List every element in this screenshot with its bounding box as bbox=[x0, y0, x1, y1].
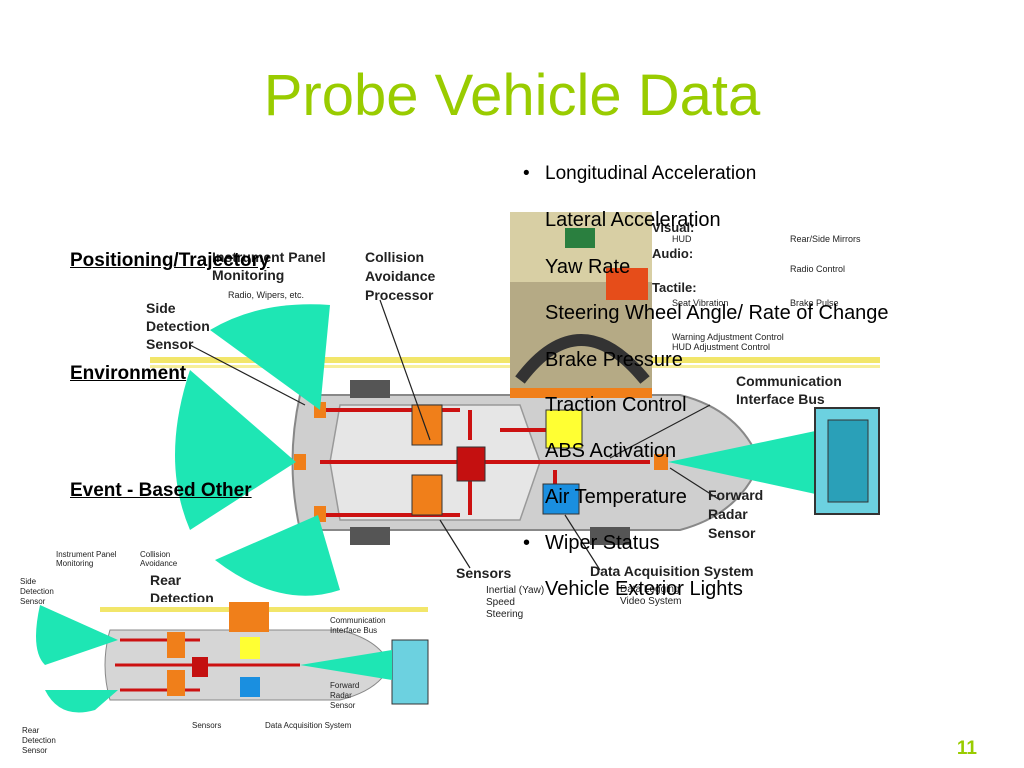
small-radar-label: Forward bbox=[330, 681, 359, 690]
bullet-item: Air Temperature bbox=[545, 486, 687, 508]
side-sensor-label: Side bbox=[146, 300, 176, 316]
page-number: 11 bbox=[956, 738, 977, 759]
bullet-item: Vehicle Exterior Lights bbox=[545, 578, 743, 600]
instrument-panel-label: Monitoring bbox=[212, 267, 284, 283]
small-collision-label: Collision bbox=[140, 550, 170, 559]
collision-processor-label: Avoidance bbox=[365, 268, 435, 284]
visual-label: Visual: bbox=[652, 220, 694, 235]
sensors-item: Steering bbox=[486, 609, 523, 620]
forward-radar-label: Radar bbox=[708, 506, 748, 522]
small-das-label: Data Acquisition System bbox=[265, 721, 352, 730]
small-radar-label: Radar bbox=[330, 691, 352, 700]
audio-label: Audio: bbox=[652, 246, 693, 261]
bullet-item: ABS Activation bbox=[545, 440, 677, 462]
small-rear-label: Sensor bbox=[22, 746, 48, 755]
bullet-item: Yaw Rate bbox=[545, 256, 631, 278]
mirrors-label: Rear/Side Mirrors bbox=[790, 234, 861, 244]
radar-cone bbox=[210, 304, 330, 410]
das-item: Data Logging bbox=[620, 584, 680, 595]
radar-cone bbox=[215, 515, 340, 596]
comm-bus-label: Communication bbox=[736, 373, 842, 389]
bullet-item: •Longitudinal Acceleration bbox=[523, 163, 757, 184]
small-sensors-label: Sensors bbox=[192, 721, 221, 730]
collision-processor-label: Processor bbox=[365, 287, 434, 303]
side-sensor-label: Detection bbox=[146, 318, 210, 334]
small-side-label: Detection bbox=[20, 587, 54, 596]
instrument-panel-sub: Radio, Wipers, etc. bbox=[228, 290, 304, 300]
small-instrument-label: Instrument Panel bbox=[56, 550, 117, 559]
comm-bus-label: Interface Bus bbox=[736, 391, 825, 407]
small-diagram: Instrument Panel Monitoring Collision Av… bbox=[20, 550, 429, 755]
small-instrument-label: Monitoring bbox=[56, 559, 93, 568]
das-item: Video System bbox=[620, 596, 682, 607]
radar-cone bbox=[668, 430, 820, 495]
category-environment: Environment bbox=[70, 363, 187, 384]
forward-radar-label: Forward bbox=[708, 487, 763, 503]
side-sensor-label: Sensor bbox=[146, 336, 194, 352]
bullet-item: •Wiper Status bbox=[523, 532, 660, 554]
small-rear-label: Rear bbox=[22, 726, 40, 735]
bullet-item: Lateral Acceleration bbox=[545, 209, 721, 231]
warning-adj-label: Warning Adjustment Control bbox=[672, 332, 784, 342]
small-side-label: Side bbox=[20, 577, 37, 586]
forward-radar-label: Sensor bbox=[708, 525, 756, 541]
small-rear-label: Detection bbox=[22, 736, 56, 745]
bullet-item: Brake Pressure bbox=[545, 349, 683, 371]
radio-control-label: Radio Control bbox=[790, 264, 845, 274]
category-positioning: Positioning/Trajectory bbox=[70, 250, 270, 271]
small-comm-label: Communication bbox=[330, 616, 386, 625]
bullet-item: Traction Control bbox=[545, 394, 687, 416]
slide-title: Probe Vehicle Data bbox=[263, 63, 761, 128]
small-side-label: Sensor bbox=[20, 597, 46, 606]
sensors-item: Inertial (Yaw) bbox=[486, 585, 544, 596]
rear-sensor-label: Rear bbox=[150, 572, 182, 588]
hud-label: HUD bbox=[672, 234, 692, 244]
bullet-item: Steering Wheel Angle/ Rate of Change bbox=[545, 302, 889, 324]
sensors-item: Speed bbox=[486, 597, 515, 608]
driver-view-image bbox=[510, 212, 652, 398]
radar-cone bbox=[175, 370, 296, 530]
small-collision-label: Avoidance bbox=[140, 559, 178, 568]
hud-adj-label: HUD Adjustment Control bbox=[672, 342, 770, 352]
seat-vibration-label: Seat Vibration bbox=[672, 298, 728, 308]
sensors-label: Sensors bbox=[456, 565, 511, 581]
das-label: Data Acquisition System bbox=[590, 563, 754, 579]
small-comm-label: Interface Bus bbox=[330, 626, 377, 635]
brake-pulse-label: Brake Pulse bbox=[790, 298, 839, 308]
instrument-panel-label: Instrument Panel bbox=[212, 249, 326, 265]
category-event-based: Event - Based Other bbox=[70, 480, 252, 501]
collision-processor-label: Collision bbox=[365, 249, 424, 265]
tactile-label: Tactile: bbox=[652, 280, 697, 295]
small-radar-label: Sensor bbox=[330, 701, 356, 710]
target-vehicle bbox=[814, 407, 880, 515]
